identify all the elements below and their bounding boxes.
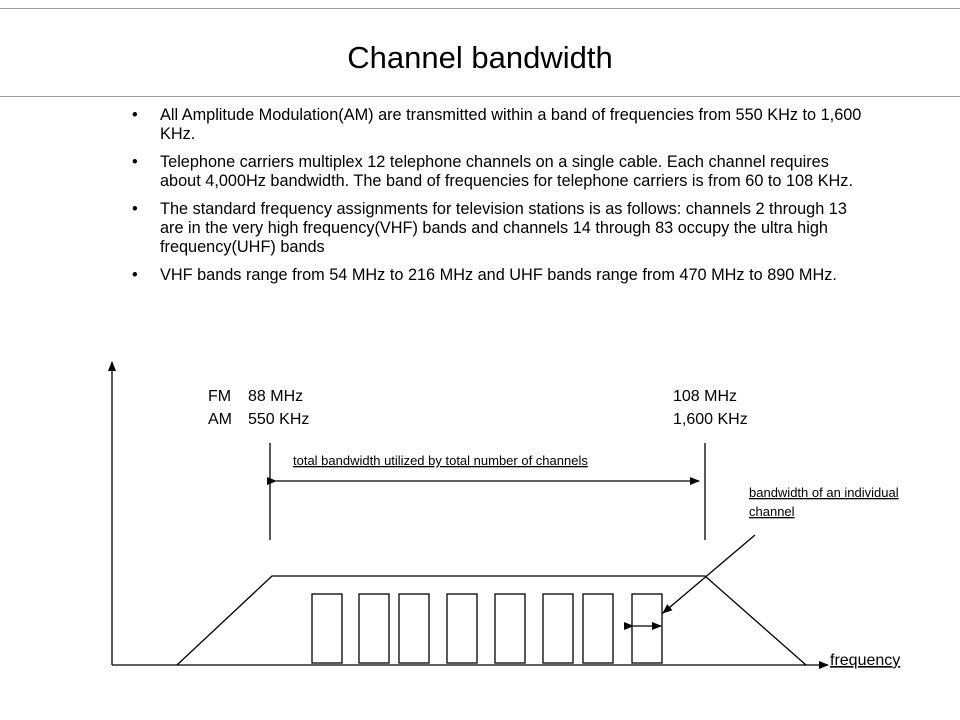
bullet-item: • VHF bands range from 54 MHz to 216 MHz … — [132, 266, 862, 285]
band-envelope — [176, 575, 807, 666]
channel-bandwidth-label-line2: channel — [749, 504, 795, 519]
channel-box — [582, 593, 614, 664]
page-title: Channel bandwidth — [347, 40, 613, 75]
bullet-item: • Telephone carriers multiplex 12 telepho… — [132, 153, 862, 191]
fm-label: FM — [208, 388, 231, 405]
fm-high-label: 108 MHz — [673, 388, 737, 405]
am-label: AM — [208, 411, 232, 428]
channel-box — [494, 593, 526, 664]
channel-box — [542, 593, 574, 664]
bullet-text: Telephone carriers multiplex 12 telephon… — [160, 153, 853, 190]
top-divider — [0, 8, 960, 9]
frequency-axis-label: frequency — [830, 652, 900, 669]
bullet-dot: • — [132, 266, 138, 284]
channel-box — [358, 593, 390, 664]
bullet-text: The standard frequency assignments for t… — [160, 200, 847, 256]
channel-box — [398, 593, 430, 664]
bullet-list: • All Amplitude Modulation(AM) are transm… — [132, 106, 862, 294]
bullet-dot: • — [132, 106, 138, 124]
total-bandwidth-label: total bandwidth utilized by total number… — [293, 453, 588, 468]
channel-box — [311, 593, 343, 664]
bullet-item: • All Amplitude Modulation(AM) are transm… — [132, 106, 862, 144]
bullet-dot: • — [132, 153, 138, 171]
fm-low-label: 88 MHz — [248, 388, 303, 405]
title-divider — [0, 96, 960, 97]
bullet-dot: • — [132, 200, 138, 218]
channel-pointer-arrow — [662, 534, 756, 614]
am-low-label: 550 KHz — [248, 411, 309, 428]
channel-bandwidth-label-line1: bandwidth of an individual — [749, 485, 899, 500]
am-high-label: 1,600 KHz — [673, 411, 748, 428]
bullet-item: • The standard frequency assignments for … — [132, 200, 862, 257]
channel-box — [631, 593, 663, 664]
bullet-text: VHF bands range from 54 MHz to 216 MHz a… — [160, 266, 837, 284]
channel-box — [446, 593, 478, 664]
bullet-text: All Amplitude Modulation(AM) are transmi… — [160, 106, 862, 143]
